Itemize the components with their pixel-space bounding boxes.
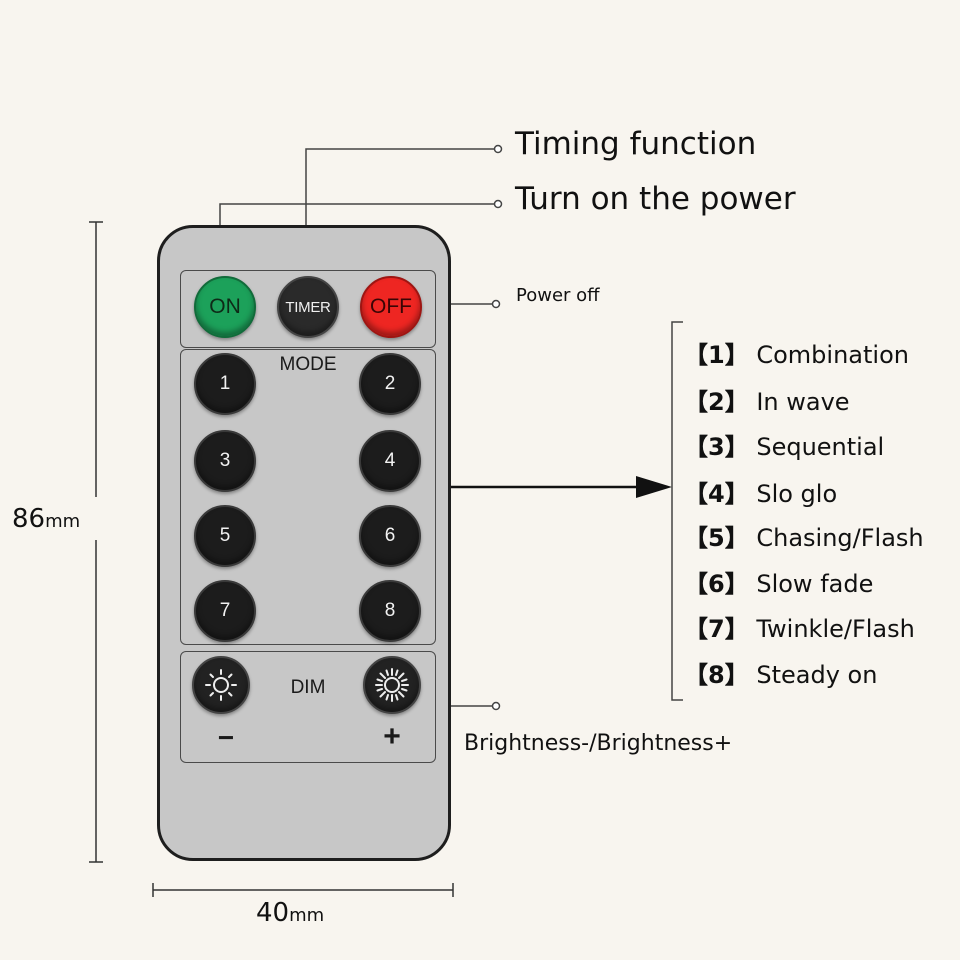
mode-list-item-3: 【3】 Sequential (684, 427, 884, 462)
mode-list-label-7: Twinkle/Flash (756, 615, 915, 643)
mode-list-num-1: 【1】 (684, 341, 749, 369)
width-dimension-line (152, 883, 454, 897)
dim-plus-button[interactable] (363, 656, 421, 714)
mode-list-num-5: 【5】 (684, 524, 749, 552)
mode-list-item-6: 【6】 Slow fade (684, 564, 873, 599)
power-panel (180, 270, 436, 348)
mode-5-label: 5 (219, 525, 231, 546)
mode-4-button[interactable]: 4 (359, 430, 421, 492)
mode-8-label: 8 (384, 600, 396, 621)
minus-label: − (217, 722, 235, 753)
mode-list-item-7: 【7】 Twinkle/Flash (684, 609, 915, 644)
mode-6-button[interactable]: 6 (359, 505, 421, 567)
power-off-callout: Power off (516, 285, 600, 306)
width-unit: mm (289, 905, 325, 926)
mode-7-button[interactable]: 7 (194, 580, 256, 642)
off-button[interactable]: OFF (360, 276, 422, 338)
mode-list-num-2: 【2】 (684, 388, 749, 416)
mode-list-label-1: Combination (756, 341, 909, 369)
remote-control: ON TIMER OFF MODE 1 2 3 4 5 6 7 8 (157, 225, 451, 861)
mode-list-item-5: 【5】 Chasing/Flash (684, 518, 924, 553)
timer-button-label: TIMER (285, 298, 331, 316)
off-button-label: OFF (370, 295, 412, 318)
mode-list-label-2: In wave (756, 388, 850, 416)
mode-list-label-6: Slow fade (756, 570, 874, 598)
mode-list-item-2: 【2】 In wave (684, 382, 850, 417)
mode-list-label-3: Sequential (756, 433, 885, 461)
sun-dim-icon (205, 669, 237, 701)
on-button-label: ON (209, 295, 241, 318)
timer-button[interactable]: TIMER (277, 276, 339, 338)
mode-1-button[interactable]: 1 (194, 353, 256, 415)
mode-list-num-3: 【3】 (684, 433, 749, 461)
mode-list-num-8: 【8】 (684, 661, 749, 689)
mode-label: MODE (279, 354, 337, 375)
dim-panel (180, 651, 436, 763)
mode-2-button[interactable]: 2 (359, 353, 421, 415)
plus-label: + (383, 720, 401, 753)
height-value: 86 (12, 504, 46, 534)
mode-list-num-7: 【7】 (684, 615, 749, 643)
mode-4-label: 4 (384, 450, 396, 471)
dim-minus-button[interactable] (192, 656, 250, 714)
mode-list-item-4: 【4】 Slo glo (684, 474, 837, 509)
mode-3-label: 3 (219, 450, 231, 471)
mode-2-label: 2 (384, 373, 396, 394)
mode-7-label: 7 (219, 600, 231, 621)
dim-label: DIM (290, 677, 326, 698)
mode-list-label-8: Steady on (756, 661, 878, 689)
arrow-right-icon (432, 476, 672, 498)
width-value: 40 (256, 898, 290, 928)
mode-list-num-6: 【6】 (684, 570, 749, 598)
timing-function-callout: Timing function (515, 126, 757, 162)
mode-list-label-4: Slo glo (756, 480, 838, 508)
mode-8-button[interactable]: 8 (359, 580, 421, 642)
mode-list-label-5: Chasing/Flash (756, 524, 924, 552)
mode-3-button[interactable]: 3 (194, 430, 256, 492)
on-button[interactable]: ON (194, 276, 256, 338)
brightness-callout: Brightness-/Brightness+ (464, 731, 733, 756)
mode-6-label: 6 (384, 525, 396, 546)
mode-list-item-8: 【8】 Steady on (684, 655, 877, 690)
sun-bright-icon (375, 668, 409, 702)
mode-list-num-4: 【4】 (684, 480, 749, 508)
width-label: 40mm (256, 898, 324, 928)
height-label: 86mm (12, 504, 80, 534)
mode-5-button[interactable]: 5 (194, 505, 256, 567)
mode-panel (180, 349, 436, 645)
mode-list-bracket (671, 321, 683, 701)
height-dimension-line (89, 221, 103, 863)
mode-1-label: 1 (219, 373, 231, 394)
mode-list-item-1: 【1】 Combination (684, 335, 909, 370)
height-unit: mm (45, 511, 81, 532)
power-on-callout: Turn on the power (515, 181, 796, 217)
